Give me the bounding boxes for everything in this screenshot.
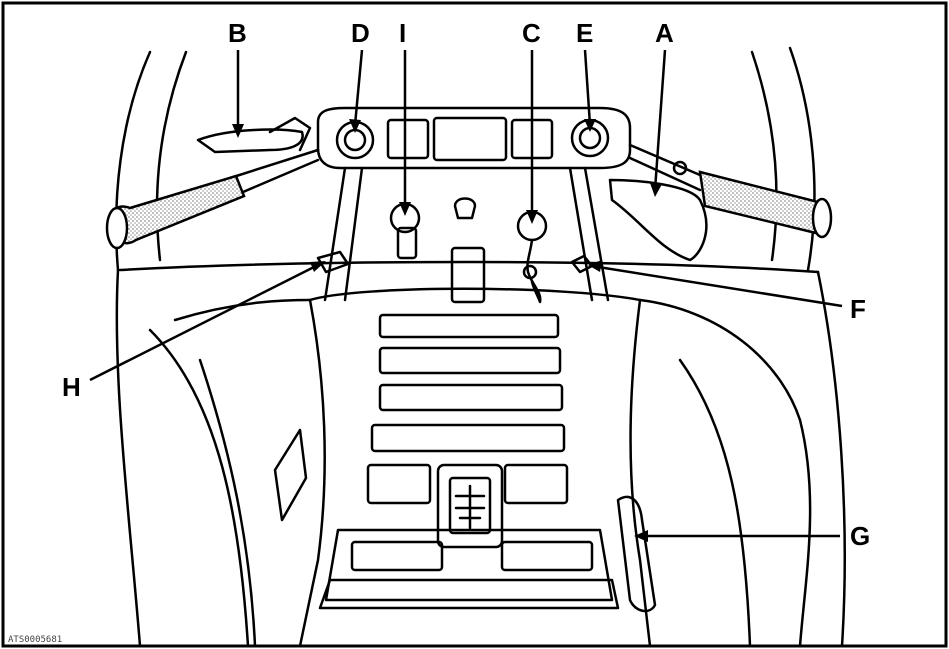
arrow-a [650,183,662,197]
handlebar-left [228,148,320,180]
windshield-right-inner [750,50,778,262]
right-fender-curve [638,298,812,648]
vent-slot-1 [378,313,560,339]
leader-d [353,49,364,126]
arrow-d [349,119,361,133]
lever-g [616,495,657,613]
leader-e [583,49,592,126]
steering-column-left [323,166,347,302]
console-body [298,287,652,648]
handlebar-right [628,143,702,177]
handlebar-right-lower [628,156,702,192]
arrow-b [232,124,244,138]
callout-i: I [399,18,406,48]
left-fairing-side [115,268,142,648]
arrow-f [588,260,602,272]
leader-h [89,262,321,382]
center-switch-gear [454,484,486,530]
right-lower-curve [678,358,752,648]
left-inner-curve [173,298,312,322]
vent-slot-4 [370,423,566,453]
center-mount [450,246,486,304]
callout-c: C [522,18,541,48]
arrow-e [584,119,596,132]
vent-slot-5-right [503,463,569,505]
handlebar-left-lower [234,158,320,197]
callout-h: H [62,372,81,402]
lower-vent-panel [324,528,614,602]
callout-a: A [655,18,674,48]
throttle-pivot [672,160,688,176]
leader-a [653,49,667,191]
steering-column-right [568,166,594,302]
key-switch-i-body [396,226,418,260]
tether-cord [526,238,542,304]
vent-slot-5-left [366,463,432,505]
grip-right-end [811,197,833,239]
left-fender-curve [148,328,250,648]
right-fairing-side [816,270,846,648]
callout-b: B [228,18,247,48]
vent-slot-3 [378,383,564,412]
arrow-c [526,210,538,224]
callout-g: G [850,521,870,551]
arrow-g [634,530,648,542]
windshield-right [788,46,816,272]
left-body-ridge [198,358,257,648]
center-cap [453,197,477,220]
instrument-cluster [316,106,632,170]
brake-lever-mount [268,116,312,152]
throttle-lever [608,178,708,262]
brake-lever-left [196,128,304,154]
lower-vent-right [500,540,594,572]
callout-d: D [351,18,370,48]
callout-f: F [850,294,866,324]
tether-clip [522,264,538,280]
gauge-window-2 [432,116,508,162]
reference-code: ATS0005681 [8,635,62,645]
side-vent-left [273,428,308,522]
leader-f [591,264,843,308]
bottom-vent [318,578,620,610]
hood-outline [118,260,820,274]
vent-slot-2 [378,346,562,375]
gauge-window-1 [386,118,430,160]
center-switch-housing [436,463,504,549]
callout-e: E [576,18,593,48]
steering-column-left-2 [343,166,364,302]
arrow-i [399,202,411,216]
steering-column-right-2 [583,166,610,302]
arrow-h [310,261,326,272]
windshield-left-inner [155,50,188,262]
center-switch-inner [448,476,492,535]
grip-left-end [105,206,129,250]
knob-h [316,250,350,274]
lower-vent-left [350,540,444,572]
